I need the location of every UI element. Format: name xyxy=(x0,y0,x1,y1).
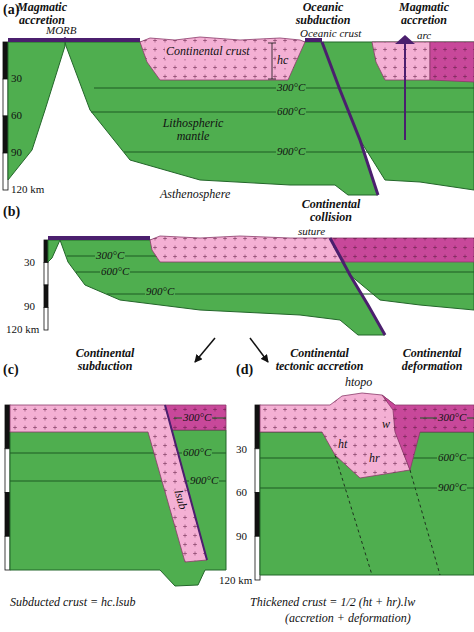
depth-number: 120 km xyxy=(11,183,44,196)
continental-crust xyxy=(140,37,305,80)
annotation-label: 300°C xyxy=(182,411,212,424)
depth-number: 60 xyxy=(236,486,247,499)
isotherm xyxy=(76,272,474,273)
panel-letter: (b) xyxy=(3,204,20,220)
panel-letter: (a) xyxy=(3,2,19,18)
annotation-label: Thickened crust = 1/2 (ht + hr).lw xyxy=(250,596,415,610)
ridge-plate xyxy=(48,240,60,262)
scale-bar xyxy=(255,493,260,537)
process-title: Oceanic subduction xyxy=(282,1,364,27)
process-title: Continental tectonic accretion xyxy=(272,347,367,373)
crust-texture xyxy=(10,405,226,562)
oceanic-crust xyxy=(48,236,150,240)
ridge-plate xyxy=(8,42,65,180)
depth-number: 30 xyxy=(24,256,35,269)
dimension-tick xyxy=(268,79,276,80)
depth-number: 90 xyxy=(11,146,22,159)
ridge xyxy=(58,37,72,42)
panel-letter: (c) xyxy=(3,362,19,378)
annotation-label: suture xyxy=(298,225,325,238)
panel-letter: (d) xyxy=(236,362,253,378)
annotation-label: Oceanic crust xyxy=(300,27,361,40)
annotation-label: MORB xyxy=(46,24,77,37)
annotation-label: 300°C xyxy=(276,81,306,94)
annotation-label: lsub xyxy=(170,488,189,513)
annotation-label: 900°C xyxy=(276,145,306,158)
annotation-label: arc xyxy=(417,29,431,42)
annotation-label: hc xyxy=(276,54,289,68)
scale-bar xyxy=(5,449,10,493)
suture-line xyxy=(330,238,385,335)
scale-bar xyxy=(44,308,48,331)
oceanic-crust xyxy=(8,38,140,42)
former-slab-outline xyxy=(410,470,440,575)
scale-bar xyxy=(3,116,8,153)
process-title: Continental deformation xyxy=(392,347,472,373)
depth-number: 120 km xyxy=(219,574,252,587)
annotation-label: Lithospheric mantle xyxy=(150,117,236,143)
annotation-label: 600°C xyxy=(437,451,467,464)
crust-texture xyxy=(140,37,305,80)
annotation-label: 900°C xyxy=(145,285,175,298)
scale-bar xyxy=(3,79,8,116)
process-title: Magmatic accretion xyxy=(388,1,460,27)
arc-volcano xyxy=(395,35,415,44)
depth-number: 60 xyxy=(11,109,22,122)
scale-bar xyxy=(44,263,48,286)
scale-bar xyxy=(3,42,8,79)
scale-bar xyxy=(44,285,48,308)
crust-texture xyxy=(372,42,474,82)
branch-arrow xyxy=(250,338,268,362)
dimension-line xyxy=(272,43,273,79)
process-title: Continental collision xyxy=(286,198,376,224)
slab-crust xyxy=(322,42,378,195)
annotation-label: htopo xyxy=(345,376,372,390)
annotation-label: ht xyxy=(337,438,348,452)
process-title: Magmatic accretion xyxy=(6,1,78,27)
process-title: Continental subduction xyxy=(55,347,155,373)
depth-number: 90 xyxy=(236,530,247,543)
scale-bar xyxy=(3,153,8,190)
scale-bar xyxy=(255,405,260,449)
scale-bar xyxy=(5,536,10,570)
scale-bar xyxy=(44,240,48,263)
annotation-label: 600°C xyxy=(276,105,306,118)
annotation-label: 300°C xyxy=(95,249,125,262)
annotation-label: w xyxy=(381,418,391,432)
depth-number: 30 xyxy=(11,72,22,85)
depth-number: 120 km xyxy=(6,323,39,336)
annotation-label: 900°C xyxy=(437,481,467,494)
annotation-label: Asthenosphere xyxy=(160,188,230,202)
crust-texture xyxy=(260,393,474,478)
depth-number: 90 xyxy=(24,300,35,313)
scale-bar xyxy=(255,449,260,493)
depth-number: 30 xyxy=(236,443,247,456)
annotation-label: 300°C xyxy=(437,411,467,424)
annotation-label: 600°C xyxy=(100,265,130,278)
annotation-label: Subducted crust = hc.lsub xyxy=(10,596,135,610)
crust-texture xyxy=(150,236,474,262)
annotation-label: 600°C xyxy=(182,446,212,459)
annotation-label: Continental crust xyxy=(165,45,251,59)
branch-arrow xyxy=(195,338,215,362)
annotation-label: 900°C xyxy=(189,474,219,487)
scale-bar xyxy=(5,405,10,449)
dimension-tick xyxy=(268,43,276,44)
annotation-label: (accretion + deformation) xyxy=(285,612,411,626)
magma-dike xyxy=(404,44,406,140)
scale-bar xyxy=(5,493,10,537)
scale-bar xyxy=(255,536,260,580)
annotation-label: hr xyxy=(368,452,381,466)
